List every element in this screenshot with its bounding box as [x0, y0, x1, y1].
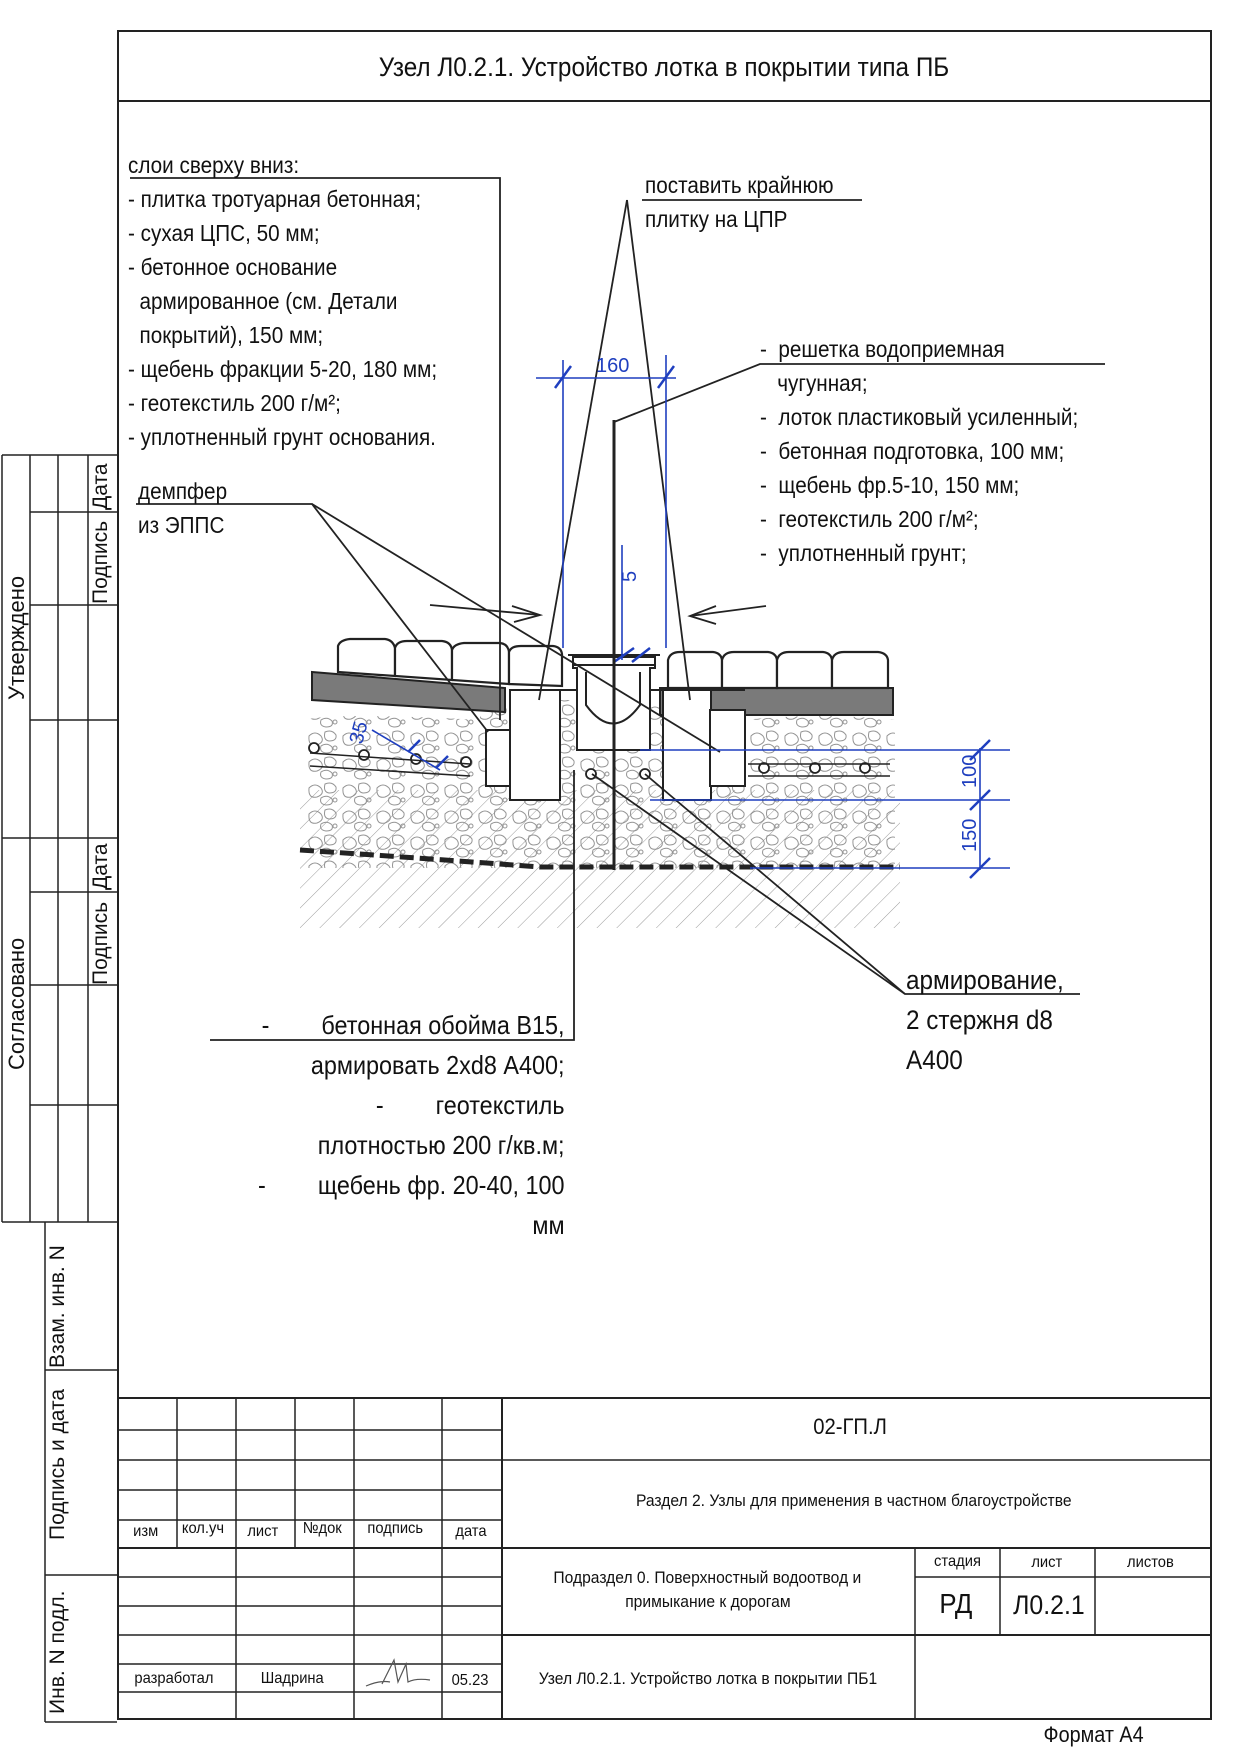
drawing-frame: [117, 30, 1212, 1720]
sheet-value: Л0.2.1: [1013, 1590, 1085, 1620]
person-name: Шадрина: [260, 1670, 324, 1687]
section-title: Раздел 2. Узлы для применения в частном …: [635, 1491, 1072, 1510]
left-base-slab: [311, 670, 506, 714]
leader-lines: [130, 177, 1105, 1041]
reinforcement-note: армирование, 2 стержня d8 А400: [906, 965, 1064, 1075]
header-izm: изм: [133, 1523, 159, 1540]
concrete-frame: [485, 689, 746, 801]
role-label: разработал: [134, 1670, 214, 1687]
header-kol: кол.уч: [181, 1520, 225, 1537]
layers-left-note: слои сверху вниз: - плитка тротуарная бе…: [128, 152, 438, 450]
damper-note: демпфер из ЭППС: [138, 478, 228, 538]
dim-prep-100: 100: [959, 755, 981, 788]
sheets-label: листов: [1127, 1554, 1174, 1571]
subsection-line-1: Подраздел 0. Поверхностный водоотвод и: [553, 1568, 862, 1587]
concrete-note: - бетонная обойма В15, армировать 2хd8 А…: [258, 1010, 565, 1240]
header-doc: №док: [302, 1520, 342, 1537]
dim-gap-5: 5: [619, 571, 641, 582]
dim-gravel-150: 150: [959, 819, 981, 852]
right-tiles: [666, 650, 890, 690]
title-separator: [117, 100, 1212, 102]
doc-code: 02-ГП.Л: [813, 1414, 887, 1439]
sheet-label: лист: [1031, 1554, 1063, 1571]
page-title: Узел Л0.2.1. Устройство лотка в покрытии…: [378, 51, 950, 82]
dev-date: 05.23: [451, 1672, 489, 1689]
sheet-format: Формат А4: [1043, 1722, 1144, 1747]
subsection-line-2: примыкание к дорогам: [625, 1592, 791, 1611]
dimension-lines: [371, 355, 1010, 879]
signature-mark: [365, 1658, 431, 1687]
ground-hatch-lower: [300, 868, 900, 928]
header-date: дата: [455, 1523, 487, 1540]
geotextile-line: [299, 847, 900, 870]
rebar-points: [308, 742, 871, 780]
stage-label: стадия: [934, 1553, 981, 1570]
stage-value: РД: [939, 1588, 973, 1619]
gravel-layer: [305, 700, 895, 870]
tile-note: поставить крайнюю плитку на ЦПР: [645, 172, 834, 232]
sheet-title: Узел Л0.2.1. Устройство лотка в покрытии…: [538, 1669, 878, 1688]
header-sign: подпись: [367, 1520, 424, 1537]
layers-right-note: - решетка водоприемная чугунная; - лоток…: [760, 336, 1079, 566]
side-stamp-grid: [1, 454, 117, 1723]
dim-width-160: 160: [596, 355, 629, 377]
header-list: лист: [247, 1523, 279, 1540]
